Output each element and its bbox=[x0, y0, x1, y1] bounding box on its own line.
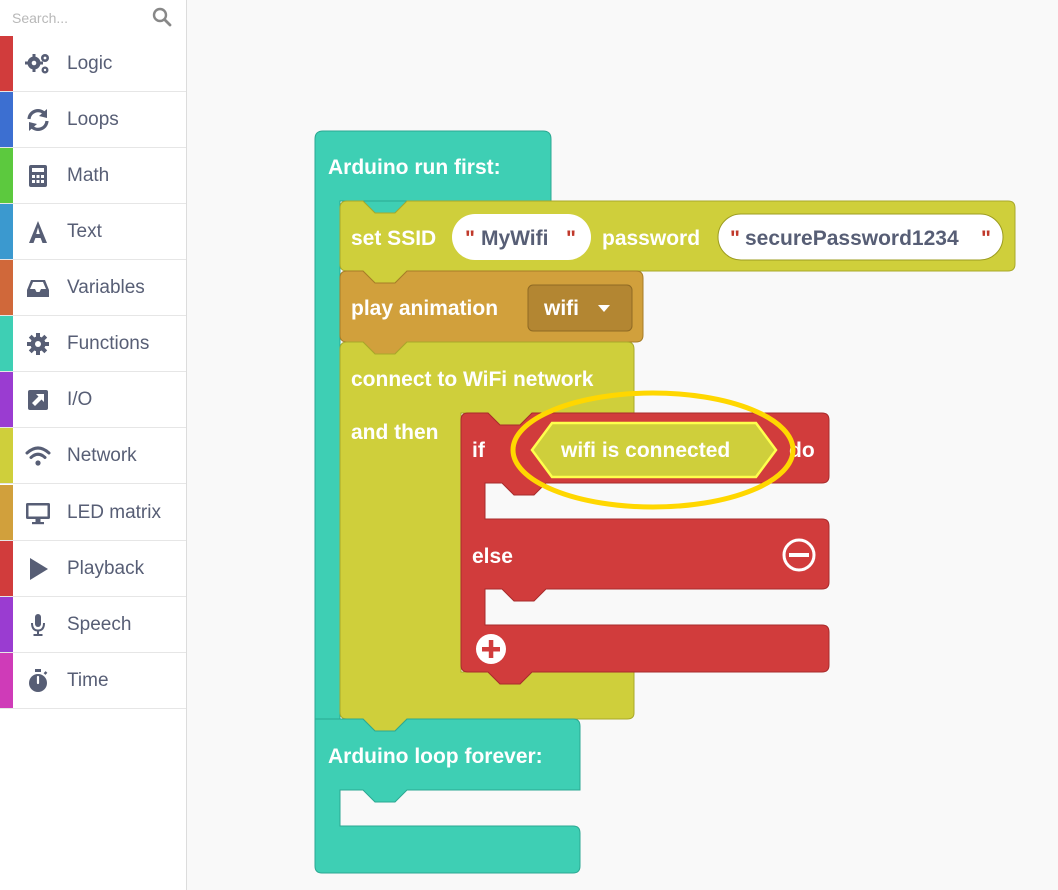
wifi-icon bbox=[25, 446, 51, 466]
set-ssid-block[interactable]: set SSID " MyWifi " password " securePas… bbox=[339, 200, 1016, 284]
category-variables[interactable]: Variables bbox=[0, 260, 186, 316]
category-label: Variables bbox=[67, 277, 145, 298]
chevron-down-icon bbox=[598, 305, 610, 312]
animation-dropdown[interactable]: wifi bbox=[527, 284, 633, 332]
category-label: Speech bbox=[67, 614, 132, 635]
else-label: else bbox=[472, 545, 513, 568]
gear-icon bbox=[27, 333, 49, 355]
svg-text:": " bbox=[566, 227, 576, 250]
set-ssid-label: set SSID bbox=[351, 227, 436, 250]
play-icon bbox=[30, 558, 48, 580]
password-label: password bbox=[602, 227, 700, 250]
category-text[interactable]: Text bbox=[0, 204, 186, 260]
category-label: Network bbox=[67, 445, 137, 466]
search-icon[interactable] bbox=[152, 7, 172, 27]
category-speech[interactable]: Speech bbox=[0, 597, 186, 653]
search-bar bbox=[0, 0, 186, 36]
run-first-label: Arduino run first: bbox=[328, 156, 501, 179]
arduino-loop-forever-block[interactable]: Arduino loop forever: bbox=[314, 718, 581, 874]
password-text-field[interactable]: " securePassword1234 " bbox=[717, 213, 1004, 261]
wifi-is-connected-block[interactable]: wifi is connected bbox=[530, 421, 778, 479]
and-then-label: and then bbox=[351, 421, 439, 444]
search-input[interactable] bbox=[12, 8, 142, 28]
category-label: LED matrix bbox=[67, 502, 161, 523]
connect-wifi-block[interactable]: connect to WiFi network and then bbox=[339, 341, 635, 732]
category-loops[interactable]: Loops bbox=[0, 92, 186, 148]
category-math[interactable]: Math bbox=[0, 148, 186, 204]
play-animation-block[interactable]: play animation wifi bbox=[339, 270, 644, 355]
category-stripe bbox=[0, 485, 13, 540]
category-stripe bbox=[0, 428, 13, 483]
animation-dropdown-value: wifi bbox=[543, 297, 579, 320]
svg-text:": " bbox=[465, 227, 475, 250]
svg-text:": " bbox=[981, 227, 991, 250]
category-functions[interactable]: Functions bbox=[0, 316, 186, 372]
category-io[interactable]: I/O bbox=[0, 372, 186, 428]
gears-icon bbox=[25, 54, 49, 74]
highlight-ring bbox=[510, 390, 796, 510]
do-label: do bbox=[789, 439, 815, 462]
category-stripe bbox=[0, 316, 13, 371]
blocks-canvas: Arduino run first: set SSID " MyWifi " p… bbox=[314, 130, 1016, 874]
svg-text:": " bbox=[730, 227, 740, 250]
category-playback[interactable]: Playback bbox=[0, 541, 186, 597]
category-label: Loops bbox=[67, 109, 119, 130]
stopwatch-icon bbox=[29, 669, 48, 692]
category-logic[interactable]: Logic bbox=[0, 36, 186, 92]
microphone-icon bbox=[31, 614, 45, 636]
calculator-icon bbox=[29, 165, 47, 187]
category-stripe bbox=[0, 372, 13, 427]
category-stripe bbox=[0, 148, 13, 203]
category-stripe bbox=[0, 260, 13, 315]
block-workspace[interactable]: Arduino run first: set SSID " MyWifi " p… bbox=[187, 0, 1058, 890]
if-else-block[interactable]: if do else bbox=[460, 412, 830, 685]
password-value[interactable]: securePassword1234 bbox=[745, 227, 959, 250]
category-label: Playback bbox=[67, 558, 145, 579]
category-label: Logic bbox=[67, 53, 113, 74]
ssid-text-field[interactable]: " MyWifi " bbox=[452, 214, 591, 260]
remove-else-icon[interactable] bbox=[782, 538, 816, 572]
category-label: Functions bbox=[67, 333, 150, 354]
toolbox: Logic Loops Math Text bbox=[0, 0, 187, 890]
category-time[interactable]: Time bbox=[0, 653, 186, 709]
monitor-icon bbox=[26, 503, 50, 525]
category-stripe bbox=[0, 204, 13, 259]
category-label: Text bbox=[67, 221, 102, 242]
category-stripe bbox=[0, 92, 13, 147]
category-stripe bbox=[0, 36, 13, 91]
category-label: I/O bbox=[67, 389, 93, 410]
category-label: Math bbox=[67, 165, 110, 186]
category-label: Time bbox=[67, 670, 109, 691]
external-link-icon bbox=[28, 390, 48, 410]
letter-a-icon bbox=[29, 221, 47, 243]
ssid-value[interactable]: MyWifi bbox=[481, 227, 548, 250]
if-label: if bbox=[472, 439, 486, 462]
inbox-icon bbox=[27, 280, 49, 297]
wifi-is-connected-label: wifi is connected bbox=[560, 439, 730, 462]
category-stripe bbox=[0, 653, 13, 708]
category-stripe bbox=[0, 541, 13, 596]
add-else-icon[interactable] bbox=[476, 634, 506, 664]
loop-forever-label: Arduino loop forever: bbox=[328, 745, 543, 768]
category-led-matrix[interactable]: LED matrix bbox=[0, 485, 186, 541]
refresh-icon bbox=[27, 109, 49, 131]
connect-wifi-label: connect to WiFi network bbox=[351, 368, 594, 391]
category-stripe bbox=[0, 597, 13, 652]
category-network[interactable]: Network bbox=[0, 428, 186, 484]
play-animation-label: play animation bbox=[351, 297, 498, 320]
